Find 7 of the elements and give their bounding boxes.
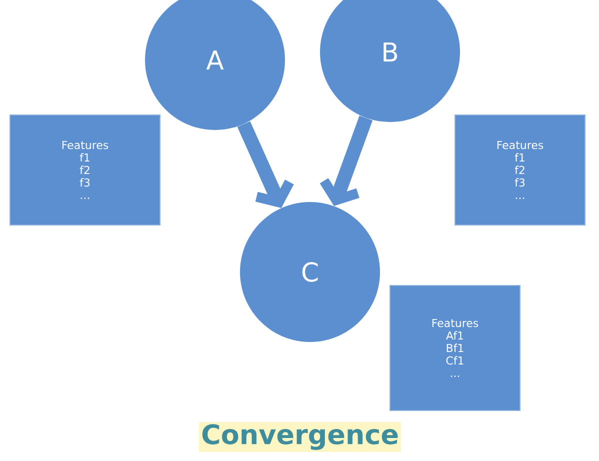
arrow xyxy=(237,121,294,208)
features-box: Features Af1 Bf1 Cf1 ... xyxy=(390,285,520,411)
circle-node: C xyxy=(240,202,380,342)
arrow xyxy=(320,116,373,206)
features-box: Features f1 f2 f3 ... xyxy=(10,114,160,226)
caption: Convergence xyxy=(199,422,401,452)
features-box: Features f1 f2 f3 ... xyxy=(454,114,586,226)
